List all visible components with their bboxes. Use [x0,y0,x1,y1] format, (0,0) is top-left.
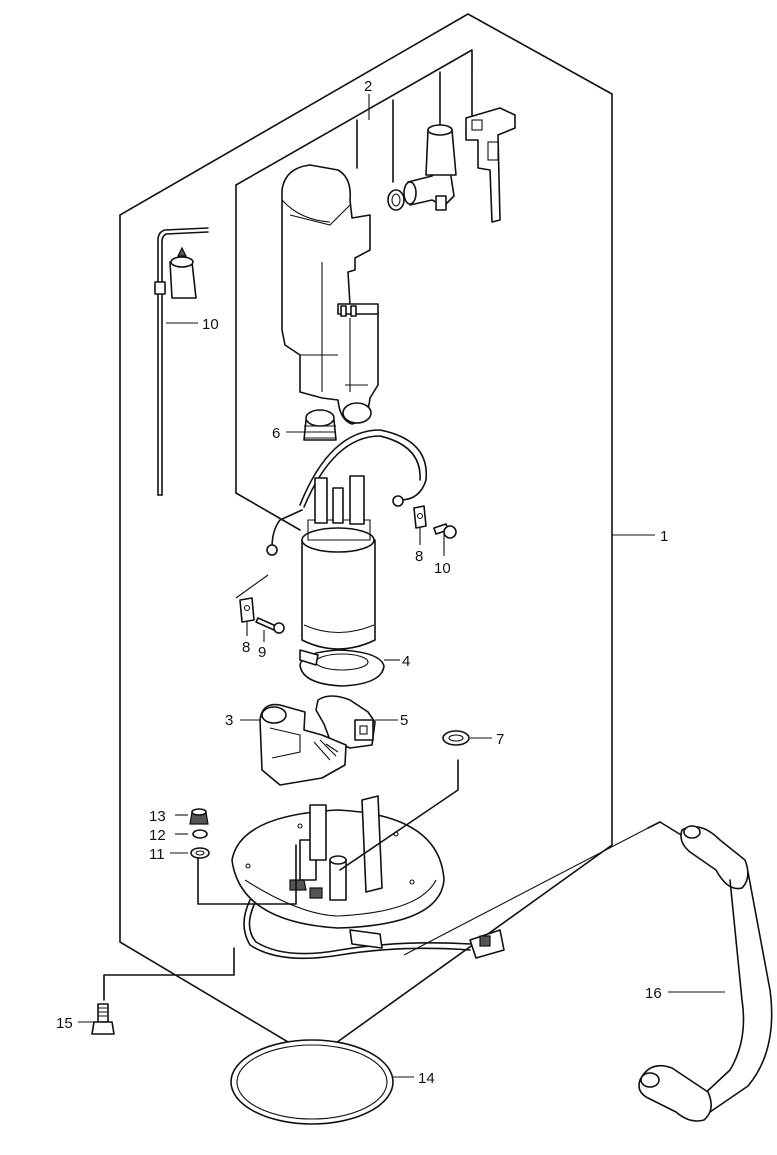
callout-7: 7 [496,731,504,748]
fuel-strainer [259,703,347,786]
callout-10-screw: 10 [434,560,451,577]
callout-16: 16 [645,985,662,1002]
pump-base-plate [231,795,445,929]
callout-14: 14 [418,1070,435,1087]
pressure-regulator [387,124,457,211]
small-hardware [235,505,457,634]
callout-5: 5 [400,712,408,729]
bolt [91,1003,115,1035]
callout-11: 11 [149,846,165,863]
nuts-and-washers [189,808,210,859]
pump-upper-housing [281,164,379,425]
assembly-outline [119,13,613,1059]
pump-retainer [299,649,385,687]
bracket [465,107,516,223]
spring-filter [303,409,337,441]
callout-9: 9 [258,644,266,661]
callout-12: 12 [149,827,166,844]
callout-15: 15 [56,1015,73,1032]
fuel-pump-motor [301,475,376,650]
callout-6: 6 [272,425,280,442]
callout-10-rod: 10 [202,316,219,333]
callouts: 1 2 3 4 5 6 7 8 8 9 10 10 11 12 13 14 15… [56,78,668,1087]
fuel-hose [638,825,773,1122]
callout-13: 13 [149,808,166,825]
wiring-harness [266,429,428,556]
callout-3: 3 [225,712,233,729]
leader-lines [78,94,725,1078]
callout-8-left: 8 [242,639,250,656]
callout-2: 2 [364,78,372,95]
callout-4: 4 [402,653,410,670]
callout-1: 1 [660,528,668,545]
lower-wiring-connector [243,899,505,960]
fuel-level-rod [154,227,209,496]
tank-o-ring [230,1039,394,1125]
o-ring-small [442,730,470,746]
callout-8-right: 8 [415,548,423,565]
